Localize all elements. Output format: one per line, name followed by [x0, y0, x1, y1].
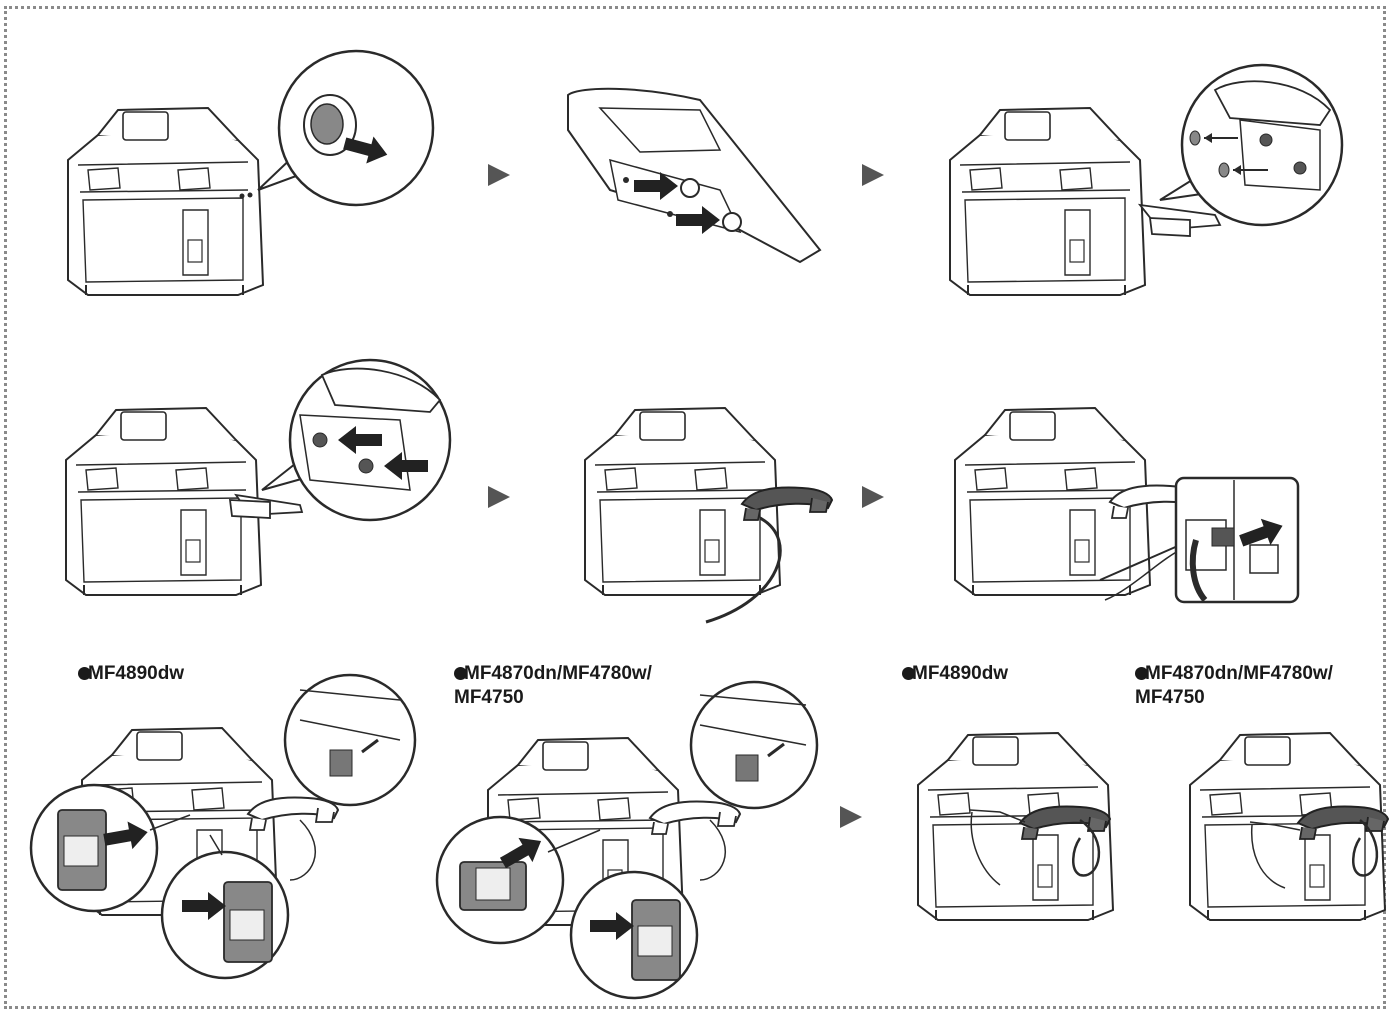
step-arrow-icon	[488, 164, 510, 186]
step-3-attach-holder	[949, 63, 1344, 296]
step-arrow-icon	[840, 806, 862, 828]
screw-icon	[680, 178, 700, 198]
step-4-secure-holder	[65, 358, 452, 596]
step-1-remove-cover	[67, 49, 435, 296]
dotted-border	[4, 6, 1386, 1009]
phone-jack-icon	[1211, 527, 1235, 547]
model-label-mf4890dw-2: MF4890dw	[902, 662, 1008, 686]
step-5-place-handset	[584, 407, 833, 624]
cover-plug-icon	[310, 103, 344, 145]
printer-illustration	[67, 107, 264, 296]
handset-icon	[741, 486, 833, 521]
bullet-icon	[1135, 667, 1148, 680]
zoom-callout	[283, 673, 417, 807]
step-8-mf4870dn	[1189, 732, 1389, 921]
cable-icon	[705, 516, 782, 624]
zoom-callout	[689, 680, 819, 810]
step-arrow-icon	[862, 164, 884, 186]
model-label-mf4890dw: MF4890dw	[78, 662, 184, 686]
step-7-mf4890dw	[29, 673, 417, 980]
step-arrow-icon	[862, 486, 884, 508]
bullet-icon	[78, 667, 91, 680]
step-6-connect-cable	[954, 407, 1300, 604]
step-8-mf4890dw	[917, 732, 1114, 921]
step-7-mf4870dn	[435, 680, 819, 1000]
model-label-mf4870dn: MF4870dn/MF4780w/ MF4750	[454, 663, 652, 708]
bullet-icon	[454, 667, 467, 680]
step-arrow-icon	[488, 486, 510, 508]
step-2-remove-screws	[567, 87, 822, 264]
bullet-icon	[902, 667, 915, 680]
model-label-mf4870dn-2: MF4870dn/MF4780w/ MF4750	[1135, 663, 1333, 708]
